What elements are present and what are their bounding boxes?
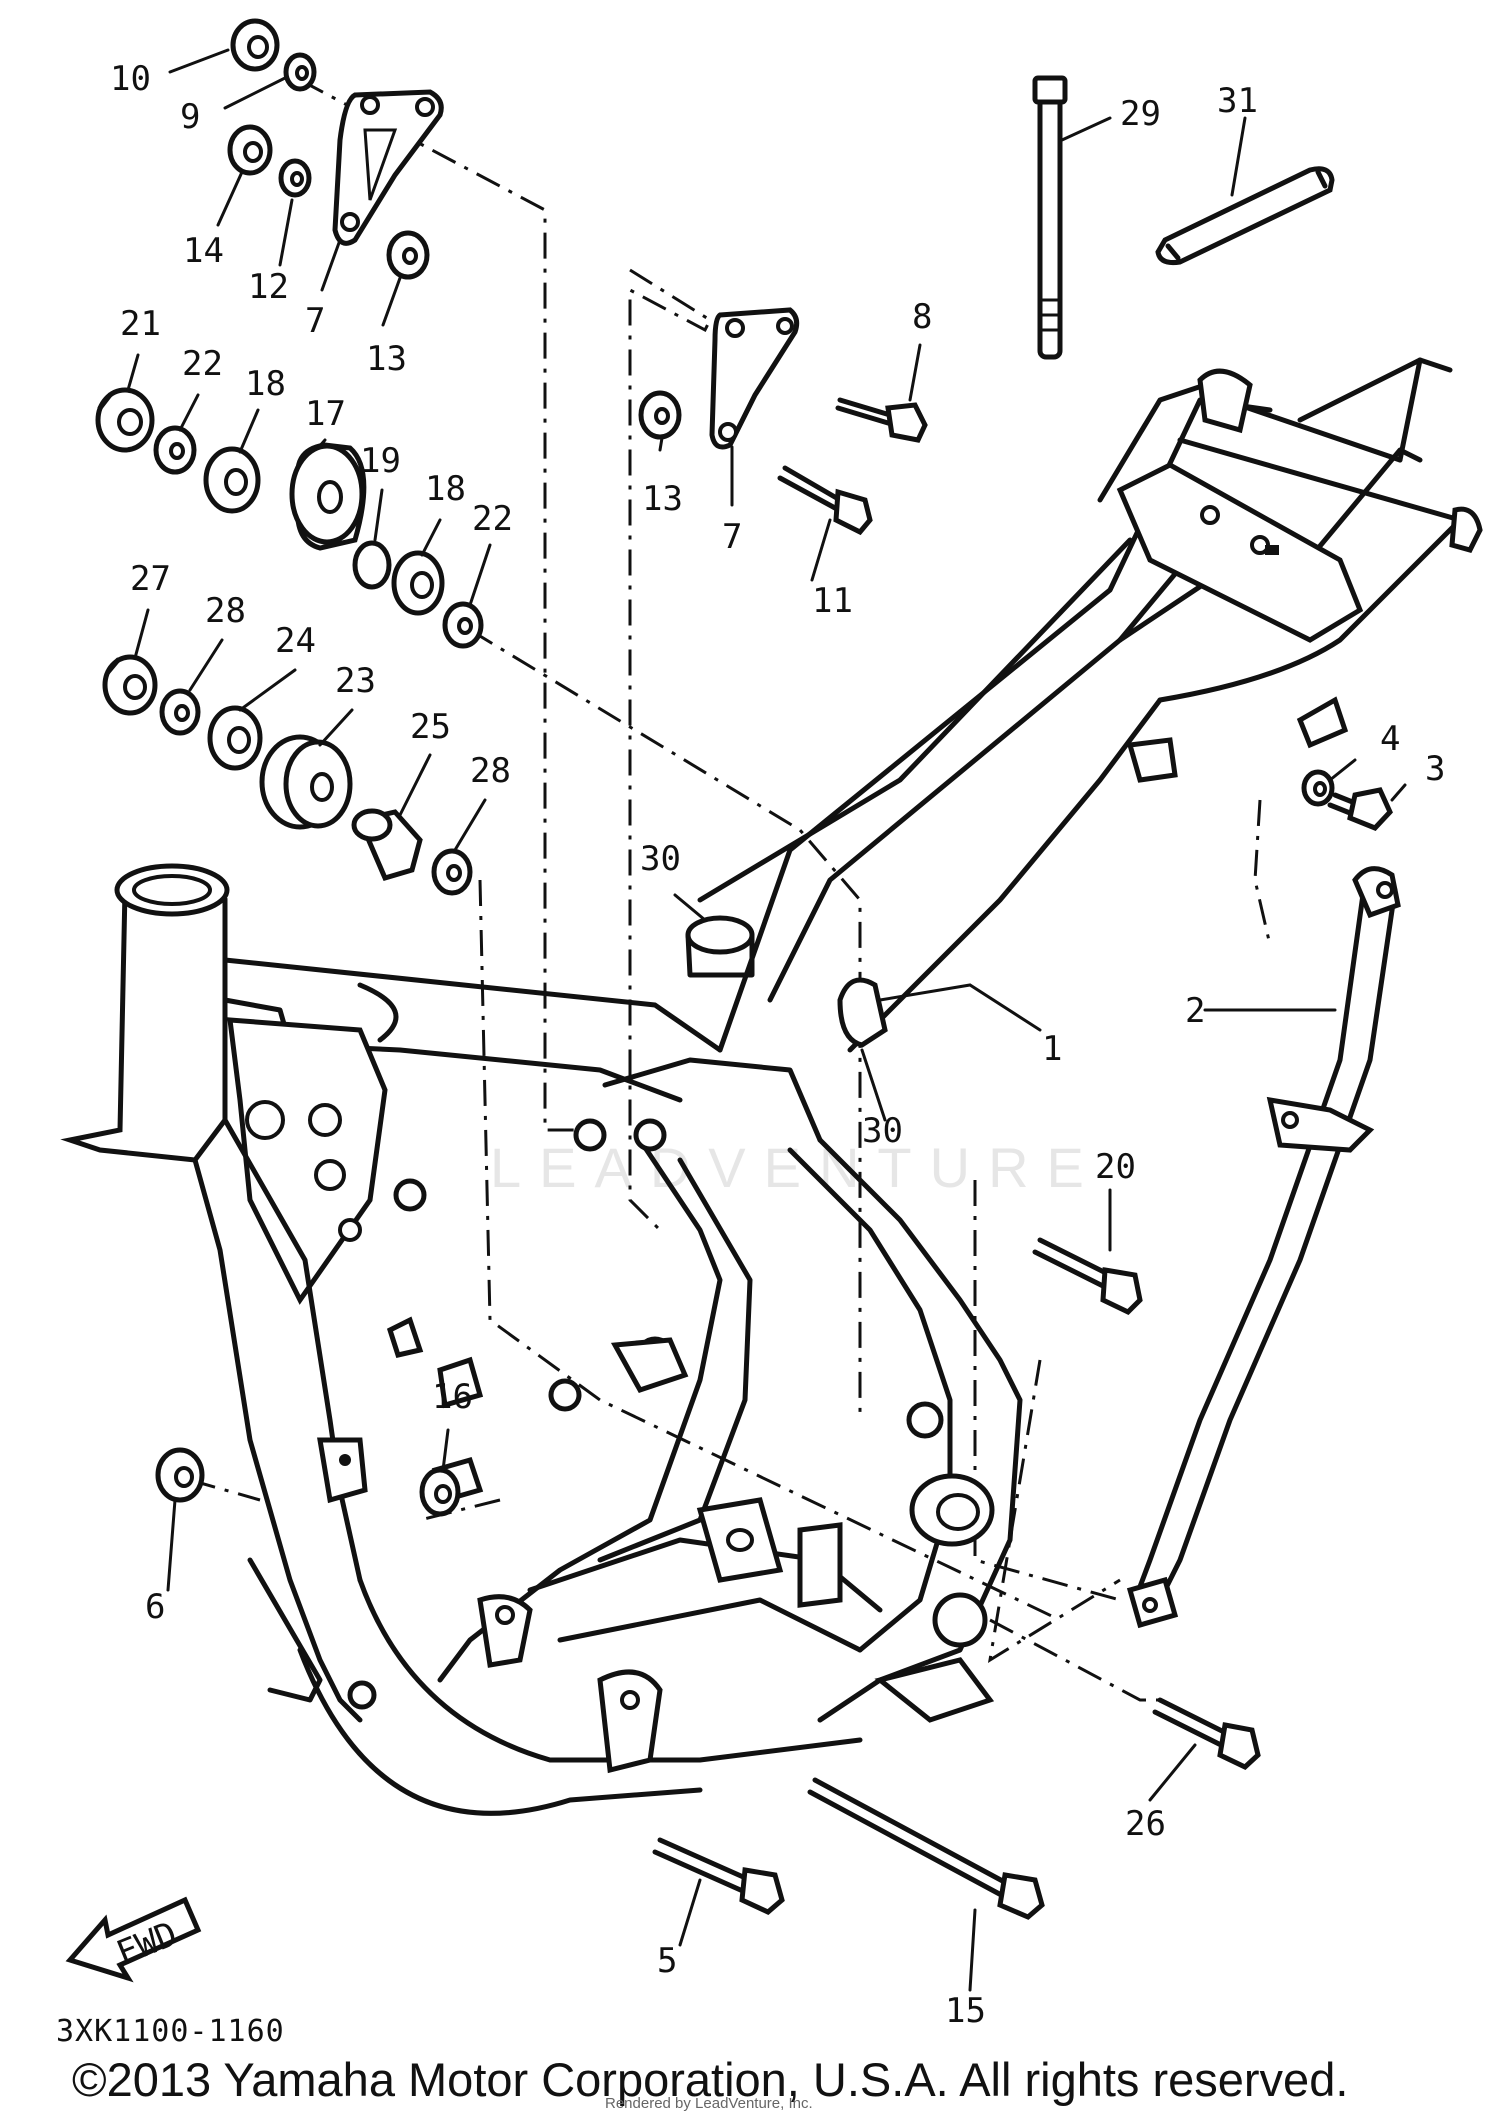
washer-28-left <box>159 688 201 736</box>
leader-line <box>299 78 585 1132</box>
leader-line <box>628 268 712 1232</box>
callout-label: 11 <box>812 581 853 621</box>
callout-label: 27 <box>130 559 171 599</box>
washer-12 <box>278 158 312 198</box>
bushing-18-right <box>391 550 445 616</box>
fwd-arrow-icon: FWD <box>65 1896 202 1983</box>
main-frame-1 <box>60 357 1483 1816</box>
bolt-5 <box>652 1837 785 1915</box>
callout-label: 10 <box>110 59 151 99</box>
collar-25 <box>351 808 423 882</box>
leader-line <box>989 1618 1160 1702</box>
bolt-20 <box>1032 1237 1143 1316</box>
leader-line <box>469 628 862 1420</box>
callout-label: 28 <box>205 591 246 631</box>
nut-6 <box>155 1447 205 1503</box>
leader-line <box>478 879 1061 1622</box>
callout-label: 22 <box>182 344 223 384</box>
collar-27 <box>102 654 158 716</box>
callout-label: 4 <box>1380 719 1400 759</box>
leader-line <box>419 1498 501 1522</box>
damper-23 <box>259 734 353 830</box>
nut-14 <box>227 124 273 176</box>
washer-22-right <box>442 601 484 649</box>
nut-16 <box>419 1467 461 1517</box>
tool-31 <box>1155 166 1335 265</box>
damper-17 <box>289 442 367 551</box>
callout-label: 9 <box>180 97 200 137</box>
bracket-7-upper <box>332 89 444 246</box>
callout-label: 23 <box>335 661 376 701</box>
bolt-3 <box>1327 787 1393 831</box>
nut-10 <box>230 18 280 72</box>
callout-label: 12 <box>248 267 289 307</box>
callout-label: 8 <box>912 297 932 337</box>
callout-label: 7 <box>722 517 742 557</box>
washer-13-left <box>386 230 430 280</box>
strap-29 <box>1032 75 1068 360</box>
callout-label: 3 <box>1425 749 1445 789</box>
copyright-notice: ©2013 Yamaha Motor Corporation, U.S.A. A… <box>72 2053 1349 2106</box>
washer-28-right <box>431 848 473 896</box>
leader-line <box>1253 799 1272 946</box>
callout-label: 13 <box>642 479 683 519</box>
callout-label: 1 <box>1042 1029 1062 1069</box>
callout-label: 18 <box>245 364 286 404</box>
callout-label: 28 <box>470 751 511 791</box>
collar-19 <box>352 540 392 590</box>
bolt-11 <box>777 465 873 536</box>
callout-label: 13 <box>366 339 407 379</box>
callout-label: 17 <box>305 394 346 434</box>
callout-label: 2 <box>1185 991 1205 1031</box>
bolt-8 <box>835 397 928 443</box>
leader-line <box>987 1359 1121 1664</box>
callout-numbers: 10 9 14 12 7 13 21 22 18 17 19 18 22 27 … <box>110 59 1445 2031</box>
rendered-by-notice: Rendered by LeadVenture, Inc. <box>605 2095 813 2112</box>
callout-label: 20 <box>1095 1147 1136 1187</box>
callout-label: 29 <box>1120 94 1161 134</box>
callout-label: 15 <box>945 1991 986 2031</box>
callout-label: 22 <box>472 499 513 539</box>
callout-label: 31 <box>1217 81 1258 121</box>
callout-label: 26 <box>1125 1804 1166 1844</box>
bushing-18-left <box>203 446 261 514</box>
callout-label: 5 <box>657 1941 677 1981</box>
washer-4 <box>1301 769 1335 807</box>
washer-9 <box>283 52 317 92</box>
callout-label: 25 <box>410 707 451 747</box>
bolt-26 <box>1152 1697 1261 1770</box>
leader-lines <box>189 78 1272 1702</box>
callout-label: 18 <box>425 469 466 509</box>
callout-label: 30 <box>862 1111 903 1151</box>
bushing-24 <box>207 705 263 771</box>
callout-leaders <box>126 48 1407 1992</box>
collar-21 <box>95 387 155 453</box>
rear-stay-2 <box>1126 866 1401 1629</box>
callout-label: 21 <box>120 304 161 344</box>
washer-22 <box>153 425 197 475</box>
callout-label: 6 <box>145 1587 165 1627</box>
callout-label: 30 <box>640 839 681 879</box>
washer-13-right <box>638 390 682 440</box>
bolt-15 <box>807 1777 1045 1920</box>
callout-label: 19 <box>360 441 401 481</box>
callout-label: 16 <box>432 1377 473 1417</box>
bracket-7-right <box>709 307 800 450</box>
diagram-code: 3XK1100-1160 <box>56 2014 285 2049</box>
callout-label: 14 <box>183 231 224 271</box>
callout-label: 7 <box>305 301 325 341</box>
callout-label: 24 <box>275 621 316 661</box>
